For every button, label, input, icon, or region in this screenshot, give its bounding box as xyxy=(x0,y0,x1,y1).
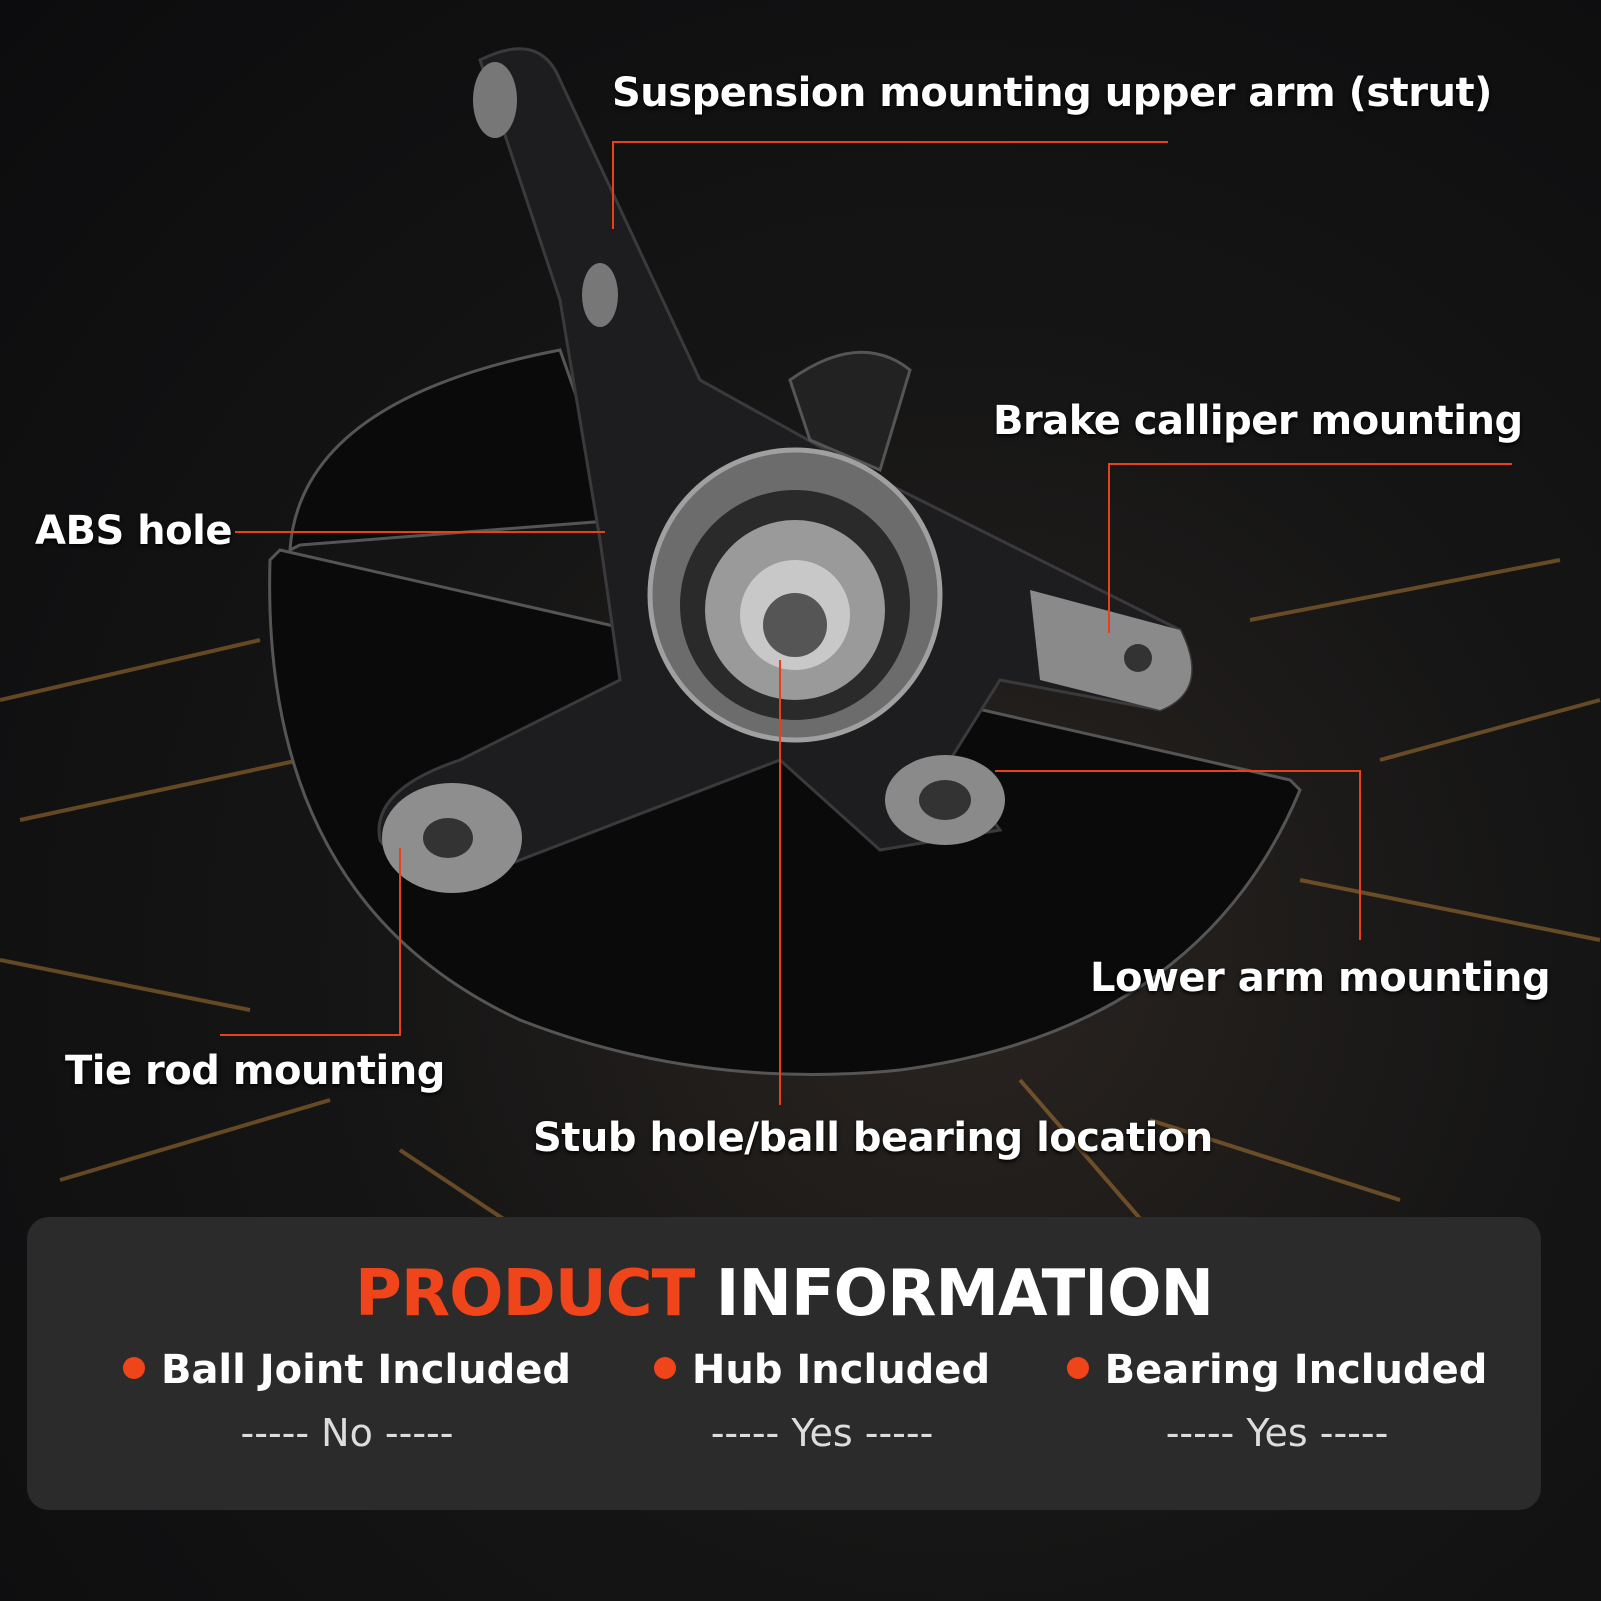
product-info-title: PRODUCT INFORMATION xyxy=(27,1257,1541,1331)
item-label: Bearing Included xyxy=(1104,1347,1488,1393)
item-value: ----- No ----- xyxy=(240,1411,454,1455)
brake-callout-line xyxy=(1108,463,1512,465)
abs-callout-line xyxy=(235,531,605,533)
title-accent: PRODUCT xyxy=(354,1257,695,1331)
strut-callout-line-v xyxy=(612,141,614,229)
product-info-panel: PRODUCT INFORMATION Ball Joint Included … xyxy=(27,1217,1541,1510)
bullet-icon xyxy=(653,1357,676,1379)
callout-lower-arm: Lower arm mounting xyxy=(1090,955,1551,1001)
item-label: Ball Joint Included xyxy=(160,1347,572,1393)
callout-brake-calliper: Brake calliper mounting xyxy=(993,398,1523,444)
brake-callout-line-v xyxy=(1108,463,1110,633)
strut-callout-line xyxy=(612,141,1168,143)
item-value: ----- Yes ----- xyxy=(710,1411,934,1455)
callout-strut: Suspension mounting upper arm (strut) xyxy=(612,70,1492,116)
bullet-icon xyxy=(122,1357,145,1379)
tie-rod-callout-line-v xyxy=(399,848,401,1036)
callout-stub-hole: Stub hole/ball bearing location xyxy=(533,1115,1213,1161)
item-value: ----- Yes ----- xyxy=(1165,1411,1389,1455)
bullet-icon xyxy=(1066,1357,1089,1379)
callout-tie-rod: Tie rod mounting xyxy=(65,1048,445,1094)
sparks xyxy=(0,558,1601,1232)
info-item-ball-joint: Ball Joint Included ----- No ----- xyxy=(107,1347,587,1455)
title-rest: INFORMATION xyxy=(715,1257,1214,1331)
lower-arm-callout-line xyxy=(995,770,1361,772)
info-item-bearing: Bearing Included ----- Yes ----- xyxy=(1037,1347,1517,1455)
info-item-hub: Hub Included ----- Yes ----- xyxy=(582,1347,1062,1455)
callout-abs-hole: ABS hole xyxy=(35,508,232,554)
stub-callout-line xyxy=(779,660,781,1105)
lower-arm-callout-line-v xyxy=(1359,770,1361,940)
tie-rod-callout-line xyxy=(220,1034,401,1036)
item-label: Hub Included xyxy=(691,1347,991,1393)
